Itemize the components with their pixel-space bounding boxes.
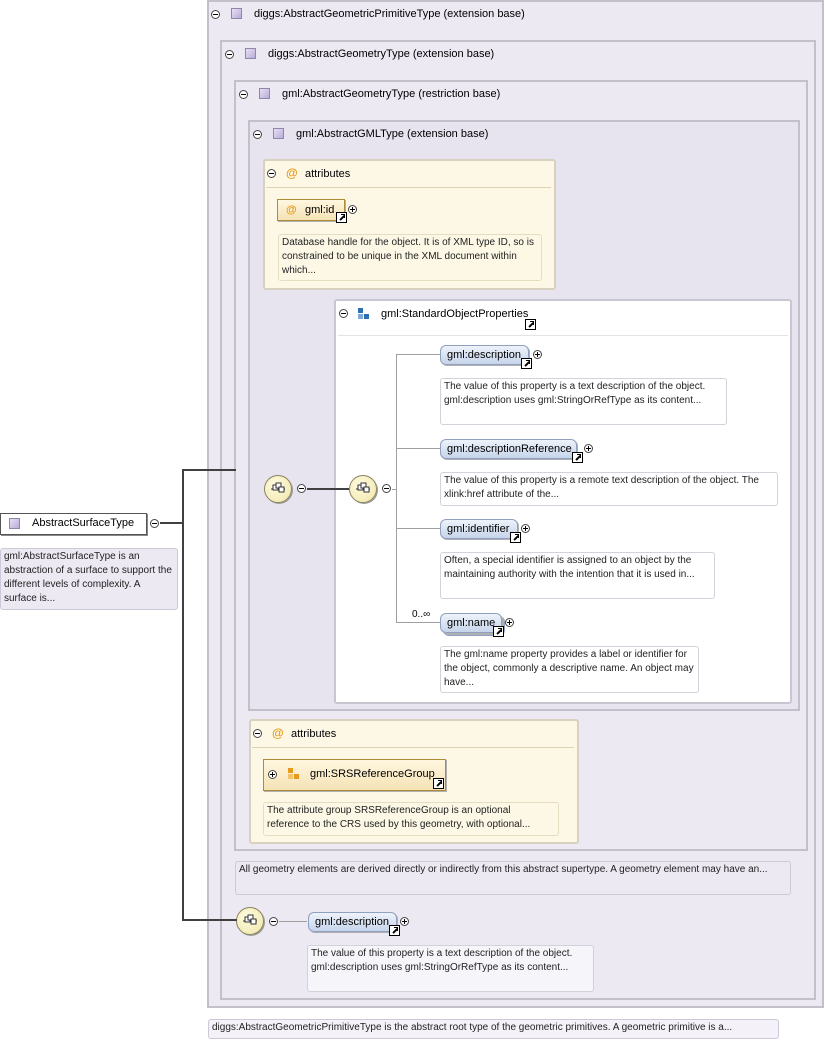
collapse-toggle[interactable] — [267, 169, 276, 178]
attributes-title: attributes — [305, 168, 351, 180]
tree-line — [392, 489, 397, 490]
panel-title: gml:AbstractGMLType (extension base) — [296, 128, 489, 140]
tree-line — [396, 354, 440, 355]
separator — [252, 747, 574, 748]
expand-toggle[interactable] — [505, 618, 514, 627]
annotation-doc: The value of this property is a remote t… — [440, 472, 778, 506]
complex-type-icon — [9, 518, 20, 529]
tree-line — [396, 448, 440, 449]
panel-title: diggs:AbstractGeometricPrimitiveType (ex… — [254, 8, 525, 20]
expand-toggle[interactable] — [348, 205, 357, 214]
expand-toggle[interactable] — [521, 524, 530, 533]
collapse-toggle[interactable] — [225, 50, 234, 59]
link-icon[interactable] — [525, 319, 536, 330]
attribute-gml-id[interactable]: @ gml:id — [277, 199, 345, 221]
complex-type-icon — [231, 8, 242, 19]
root-type-name: AbstractSurfaceType — [32, 517, 135, 529]
collapse-toggle[interactable] — [253, 130, 262, 139]
attribute-name: gml:id — [305, 204, 335, 216]
connector-line — [182, 470, 184, 921]
annotation-doc: All geometry elements are derived direct… — [235, 861, 791, 895]
tree-line — [396, 354, 397, 622]
link-icon[interactable] — [572, 452, 583, 463]
complex-type-icon — [245, 48, 256, 59]
group-icon — [358, 308, 370, 320]
expand-toggle[interactable] — [400, 917, 409, 926]
annotation-doc: gml:AbstractSurfaceType is an abstractio… — [0, 548, 178, 610]
connector-line — [182, 469, 236, 471]
complex-type-icon — [273, 128, 284, 139]
link-icon[interactable] — [521, 358, 532, 369]
group-title: gml:StandardObjectProperties — [381, 308, 529, 320]
element-gml-description-reference[interactable]: gml:descriptionReference — [440, 439, 577, 459]
cardinality-label: 0..∞ — [412, 609, 431, 620]
sequence-compositor-icon[interactable] — [236, 907, 264, 935]
link-icon[interactable] — [433, 778, 444, 789]
tree-line — [279, 921, 307, 922]
annotation-doc: The gml:name property provides a label o… — [440, 646, 699, 693]
collapse-toggle[interactable] — [150, 519, 159, 528]
separator — [338, 335, 788, 336]
attribute-icon: @ — [286, 204, 297, 216]
attribute-icon: @ — [286, 166, 298, 180]
connector-line — [307, 488, 349, 490]
expand-toggle[interactable] — [268, 770, 277, 779]
attribute-group-srs-reference-group[interactable] — [263, 759, 446, 791]
element-gml-description[interactable]: gml:description — [440, 345, 529, 365]
tree-line — [396, 528, 440, 529]
expand-toggle[interactable] — [584, 444, 593, 453]
collapse-toggle[interactable] — [297, 484, 306, 493]
tree-line — [396, 622, 440, 623]
annotation-doc: The value of this property is a text des… — [440, 378, 727, 425]
attributes-title: attributes — [291, 728, 337, 740]
link-icon[interactable] — [510, 532, 521, 543]
link-icon[interactable] — [389, 925, 400, 936]
attribute-group-icon — [288, 768, 300, 780]
expand-toggle[interactable] — [533, 350, 542, 359]
attribute-icon: @ — [272, 726, 284, 740]
element-gml-name[interactable]: gml:name — [440, 613, 502, 633]
annotation-doc: diggs:AbstractGeometricPrimitiveType is … — [208, 1019, 779, 1039]
panel-title: gml:AbstractGeometryType (restriction ba… — [282, 88, 501, 100]
separator — [266, 187, 551, 188]
collapse-toggle[interactable] — [269, 917, 278, 926]
collapse-toggle[interactable] — [382, 484, 391, 493]
collapse-toggle[interactable] — [239, 90, 248, 99]
complex-type-icon — [259, 88, 270, 99]
element-gml-description[interactable]: gml:description — [308, 912, 397, 932]
element-gml-identifier[interactable]: gml:identifier — [440, 519, 518, 539]
sequence-compositor-icon[interactable] — [264, 475, 292, 503]
connector-line — [182, 919, 237, 921]
link-icon[interactable] — [493, 626, 504, 637]
connector-line — [160, 522, 183, 524]
annotation-doc: Often, a special identifier is assigned … — [440, 552, 715, 599]
root-type-box[interactable]: AbstractSurfaceType — [0, 513, 147, 535]
collapse-toggle[interactable] — [211, 10, 220, 19]
link-icon[interactable] — [336, 212, 347, 223]
annotation-doc: The attribute group SRSReferenceGroup is… — [263, 802, 559, 836]
annotation-doc: Database handle for the object. It is of… — [278, 234, 542, 281]
collapse-toggle[interactable] — [339, 309, 348, 318]
attribute-group-name: gml:SRSReferenceGroup — [310, 768, 435, 780]
panel-title: diggs:AbstractGeometryType (extension ba… — [268, 48, 495, 60]
collapse-toggle[interactable] — [253, 729, 262, 738]
sequence-compositor-icon[interactable] — [349, 475, 377, 503]
annotation-doc: The value of this property is a text des… — [307, 945, 594, 992]
